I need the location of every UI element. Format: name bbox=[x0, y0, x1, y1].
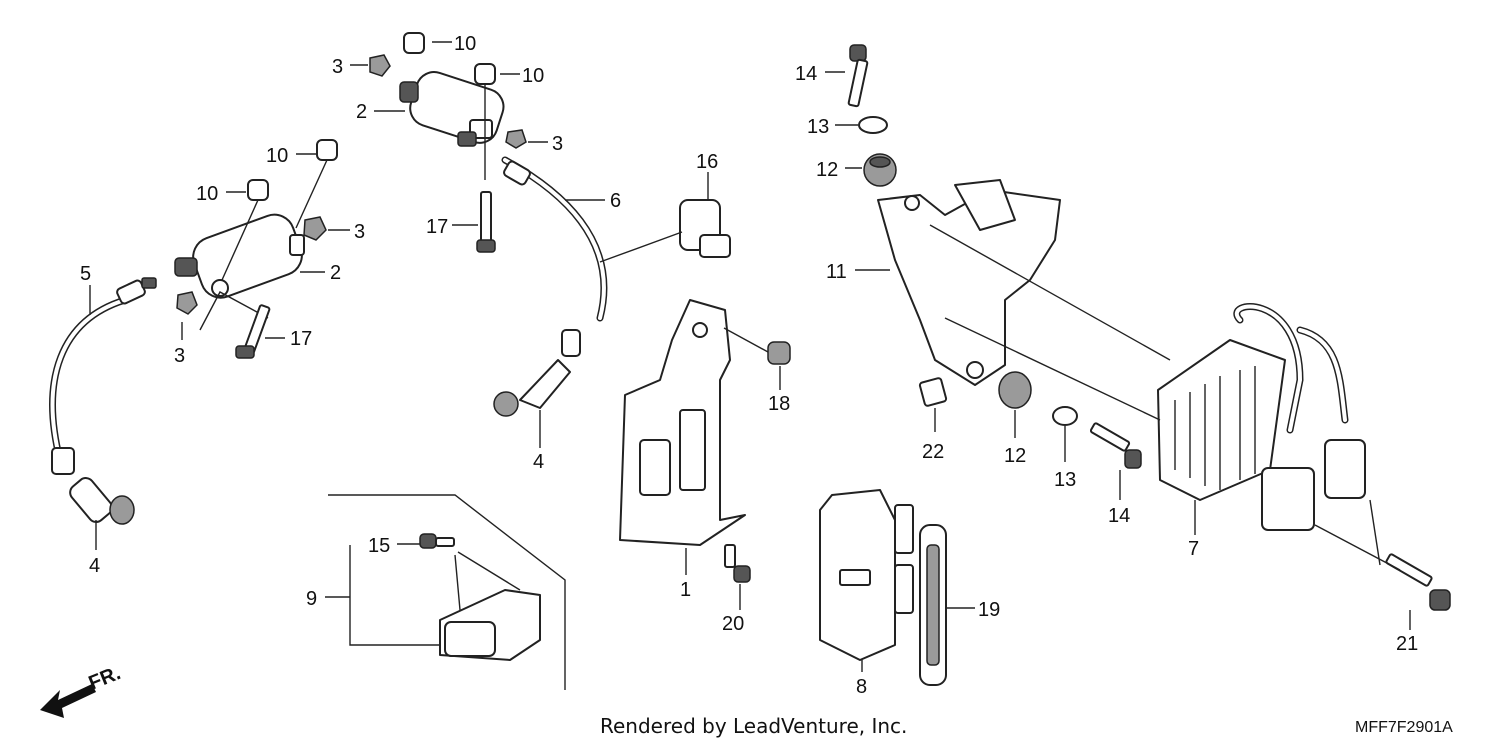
front-direction-arrow-icon bbox=[40, 684, 96, 718]
collar-upper[interactable] bbox=[858, 116, 888, 134]
callout-2[interactable]: 2 bbox=[330, 262, 341, 284]
cord-clamp[interactable] bbox=[679, 199, 731, 258]
sensor-frame-lines bbox=[328, 494, 566, 690]
callout-19[interactable]: 19 bbox=[978, 599, 1000, 621]
module-bracket[interactable] bbox=[619, 299, 746, 546]
leader-spacer-10b bbox=[221, 199, 259, 281]
callout-15[interactable]: 15 bbox=[368, 535, 390, 557]
flange-bolt-upper[interactable] bbox=[847, 44, 869, 108]
sensor-assembly[interactable] bbox=[439, 589, 541, 661]
callout-3[interactable]: 3 bbox=[174, 345, 185, 367]
flange-bolt-lower[interactable] bbox=[1089, 422, 1142, 469]
coil-bolt-lower[interactable] bbox=[235, 304, 271, 359]
plug-cap-center[interactable] bbox=[493, 329, 581, 417]
coil-bolt-upper[interactable] bbox=[476, 191, 496, 253]
plug-cord-left[interactable] bbox=[49, 277, 157, 464]
callout-18[interactable]: 18 bbox=[768, 393, 790, 415]
plug-cord-center[interactable] bbox=[501, 156, 608, 322]
callout-5[interactable]: 5 bbox=[80, 263, 91, 285]
front-marker-label: FR. bbox=[86, 662, 124, 694]
coil-nut-lower-right[interactable] bbox=[303, 216, 327, 241]
callout-7[interactable]: 7 bbox=[1188, 538, 1199, 560]
callout-16[interactable]: 16 bbox=[696, 151, 718, 173]
collar-lower[interactable] bbox=[1052, 406, 1078, 426]
leader-assembly-bracket bbox=[349, 545, 440, 646]
drawing-code: MFF7F2901A bbox=[1355, 719, 1453, 736]
regulator-bolt[interactable] bbox=[1385, 553, 1451, 611]
callout-11[interactable]: 11 bbox=[826, 261, 847, 283]
ignition-coil-upper[interactable] bbox=[399, 67, 508, 147]
callout-17[interactable]: 17 bbox=[290, 328, 312, 350]
leader-clamp bbox=[599, 231, 683, 263]
control-module[interactable] bbox=[819, 489, 914, 661]
callout-10[interactable]: 10 bbox=[196, 183, 218, 205]
bracket-cushion[interactable] bbox=[918, 377, 948, 407]
callout-14[interactable]: 14 bbox=[795, 63, 817, 85]
coil-nut-lower-left[interactable] bbox=[176, 291, 198, 315]
regulator-rectifier[interactable] bbox=[1157, 303, 1366, 531]
callout-13[interactable]: 13 bbox=[1054, 469, 1076, 491]
callout-20[interactable]: 20 bbox=[722, 613, 744, 635]
callout-leaders bbox=[89, 41, 1411, 672]
ignition-coil-lower[interactable] bbox=[174, 209, 307, 303]
coil-nut-upper-right[interactable] bbox=[505, 129, 527, 149]
credit-text: Rendered by LeadVenture, Inc. bbox=[600, 714, 907, 738]
leader-nut-3 bbox=[199, 291, 269, 331]
callout-4[interactable]: 4 bbox=[533, 451, 544, 473]
bracket-bolt[interactable] bbox=[724, 544, 751, 583]
rubber-mount-upper[interactable] bbox=[863, 153, 897, 187]
coil-spacer-lower-a[interactable] bbox=[316, 139, 338, 161]
callout-10[interactable]: 10 bbox=[266, 145, 288, 167]
callout-22[interactable]: 22 bbox=[922, 441, 944, 463]
plug-cap-left[interactable] bbox=[51, 447, 135, 525]
callout-17[interactable]: 17 bbox=[426, 216, 448, 238]
callout-10[interactable]: 10 bbox=[522, 65, 544, 87]
leader-regulator-bolt-b bbox=[1369, 499, 1381, 566]
module-band[interactable] bbox=[919, 524, 947, 686]
leader-screw bbox=[454, 551, 521, 611]
callout-3[interactable]: 3 bbox=[552, 133, 563, 155]
callout-14[interactable]: 14 bbox=[1108, 505, 1130, 527]
coil-spacer-upper-a[interactable] bbox=[403, 32, 425, 54]
sensor-screw[interactable] bbox=[419, 533, 455, 549]
leader-bracket-regulator-b bbox=[944, 317, 1161, 421]
callout-labels: 10 10 3 2 3 10 10 3 2 17 17 5 3 6 16 18 … bbox=[80, 33, 1418, 698]
coil-spacer-lower-b[interactable] bbox=[247, 179, 269, 201]
callout-10[interactable]: 10 bbox=[454, 33, 476, 55]
coil-spacer-upper-b[interactable] bbox=[474, 63, 496, 85]
callout-6[interactable]: 6 bbox=[610, 190, 621, 212]
callout-12[interactable]: 12 bbox=[1004, 445, 1026, 467]
callout-2[interactable]: 2 bbox=[356, 101, 367, 123]
bracket-nut[interactable] bbox=[767, 341, 791, 365]
leader-bracket-nut bbox=[723, 327, 769, 353]
callout-3[interactable]: 3 bbox=[332, 56, 343, 78]
rubber-mount-lower[interactable] bbox=[998, 371, 1032, 409]
callout-8[interactable]: 8 bbox=[856, 676, 867, 698]
callout-13[interactable]: 13 bbox=[807, 116, 829, 138]
callout-12[interactable]: 12 bbox=[816, 159, 838, 181]
callout-21[interactable]: 21 bbox=[1396, 633, 1418, 655]
callout-1[interactable]: 1 bbox=[680, 579, 691, 601]
coil-nut-upper-left[interactable] bbox=[369, 54, 391, 77]
main-bracket[interactable] bbox=[877, 179, 1061, 386]
leader-bracket-regulator-a bbox=[929, 224, 1171, 361]
leader-regulator-bolt bbox=[1314, 524, 1401, 571]
leader-spacer-10a bbox=[295, 159, 328, 229]
callout-9[interactable]: 9 bbox=[306, 588, 317, 610]
callout-3[interactable]: 3 bbox=[354, 221, 365, 243]
callout-4[interactable]: 4 bbox=[89, 555, 100, 577]
